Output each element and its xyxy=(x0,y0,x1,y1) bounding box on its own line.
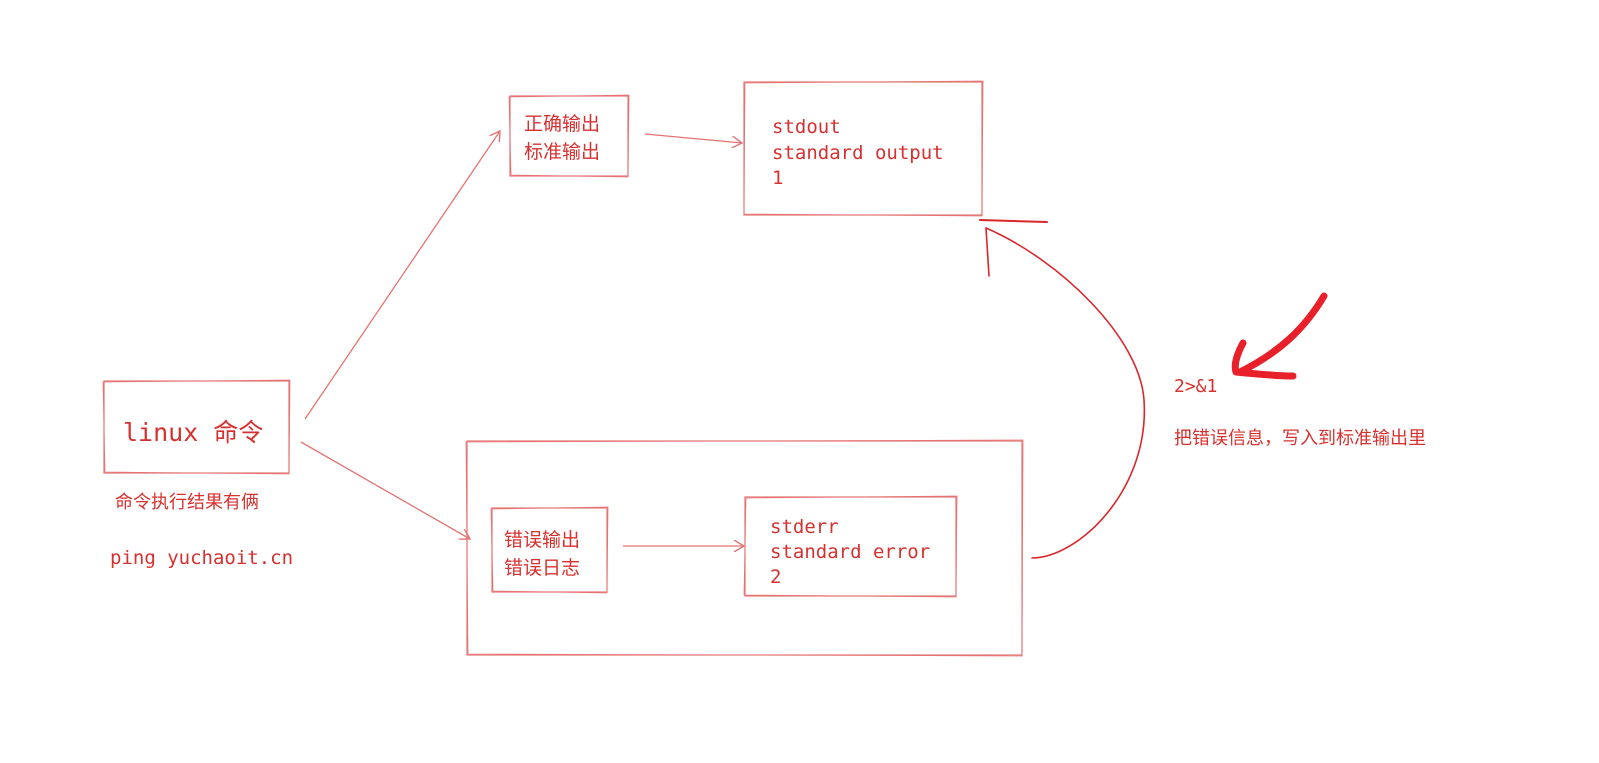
linux-command-box xyxy=(102,379,291,475)
error-output-line-2: 错误日志 xyxy=(504,557,581,579)
error-output-box xyxy=(490,506,609,594)
correct-output-line-2: 标准输出 xyxy=(524,141,601,163)
highlight-arrow xyxy=(1231,292,1328,380)
error-output-line-1: 错误输出 xyxy=(504,529,581,551)
correct-output-box xyxy=(508,94,630,178)
redirect-description: 把错误信息，写入到标准输出里 xyxy=(1174,428,1426,449)
example-command: ping yuchaoit.cn xyxy=(110,547,294,569)
stderr-line-1: stderr xyxy=(770,516,839,538)
stdout-line-1: stdout xyxy=(772,116,841,138)
linux-command-label: linux 命令 xyxy=(123,418,264,447)
results-note: 命令执行结果有俩 xyxy=(115,492,259,513)
stderr-group-box xyxy=(465,439,1024,657)
stderr-line-2: standard error xyxy=(770,541,931,563)
stderr-line-3: 2 xyxy=(770,566,782,588)
stdout-box xyxy=(743,80,984,217)
arrow-linux-to-correct xyxy=(304,131,500,420)
correct-output-line-1: 正确输出 xyxy=(524,113,601,135)
arrow-linux-to-error xyxy=(300,441,470,539)
arrow-correct-to-stdout xyxy=(644,133,742,143)
stdout-line-2: standard output xyxy=(772,142,944,164)
redirect-curve-arrow xyxy=(979,219,1146,559)
redirect-symbol: 2>&1 xyxy=(1174,376,1218,397)
stdout-line-3: 1 xyxy=(772,167,784,189)
